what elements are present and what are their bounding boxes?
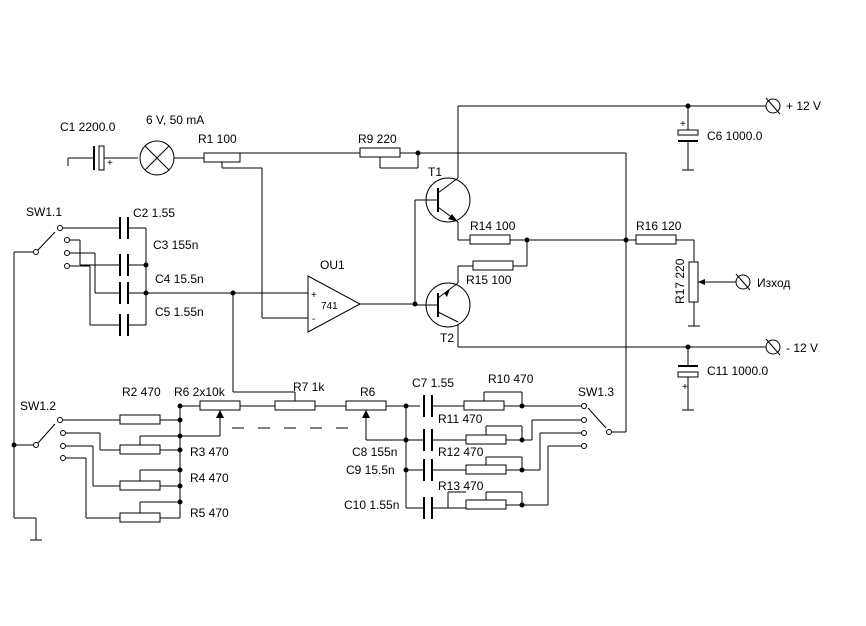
c3-label: C3 155n xyxy=(153,238,198,252)
sw11-section: SW1.1 C2 1.55 C3 155n xyxy=(13,205,204,541)
opamp-minus-sign: - xyxy=(312,314,315,325)
c5-capacitor xyxy=(119,314,129,336)
vplus-terminal xyxy=(765,97,781,115)
r1-resistor xyxy=(203,152,262,169)
c9-label: C9 15.5n xyxy=(346,463,395,477)
c8-label: C8 155n xyxy=(352,445,397,459)
c9-capacitor xyxy=(423,459,433,481)
c7-capacitor xyxy=(423,395,433,417)
input-section: C1 2200.0 + 6 V, 50 mA R1 100 R9 220 xyxy=(60,113,626,319)
r14-label: R14 100 xyxy=(470,219,516,233)
r6a-label: R6 2x10k xyxy=(174,385,226,399)
r7-resistor xyxy=(274,400,316,411)
c11-capacitor xyxy=(677,347,699,411)
r9-resistor xyxy=(359,147,418,169)
r13-resistor xyxy=(465,491,522,510)
r10-label: R10 470 xyxy=(488,372,534,386)
r10-resistor xyxy=(463,391,522,411)
r15-resistor xyxy=(472,260,514,271)
sw13-switch xyxy=(581,403,612,449)
r14-resistor xyxy=(469,234,511,245)
c7-label: C7 1.55 xyxy=(412,376,454,390)
c6-label: C6 1000.0 xyxy=(707,129,763,143)
vminus-terminal xyxy=(765,338,781,356)
opamp-model: 741 xyxy=(321,301,338,312)
c4-label: C4 15.5n xyxy=(155,272,204,286)
r12-resistor xyxy=(465,456,522,475)
t2-label: T2 xyxy=(440,331,454,345)
vplus-label: + 12 V xyxy=(786,99,821,113)
r5-resistor xyxy=(119,501,180,523)
output-label: Изход xyxy=(757,276,790,290)
sw11-switch xyxy=(33,225,70,269)
t1-label: T1 xyxy=(428,165,442,179)
c1-plus-sign: + xyxy=(107,158,113,169)
r17-label: R17 220 xyxy=(673,258,687,304)
c10-label: C10 1.55n xyxy=(344,498,399,512)
lamp-icon xyxy=(139,140,175,176)
c2-label: C2 1.55 xyxy=(133,206,175,220)
r16-label: R16 120 xyxy=(636,219,682,233)
r5-label: R5 470 xyxy=(190,506,229,520)
c11-label: C11 1000.0 xyxy=(707,364,768,378)
power-rails: + 12 V + C6 1000.0 - 12 V + C11 1 xyxy=(457,97,821,411)
r15-label: R15 100 xyxy=(466,273,512,287)
r2-resistor xyxy=(119,414,161,425)
r11-resistor xyxy=(465,425,522,445)
opamp-741 xyxy=(307,275,362,333)
r16-resistor xyxy=(635,234,677,245)
r11-label: R11 470 xyxy=(438,412,483,426)
c6-plus-sign: + xyxy=(680,119,686,130)
c6-capacitor xyxy=(677,106,699,171)
c11-plus-sign: + xyxy=(682,382,688,393)
sw12-section: SW1.2 R2 470 R3 470 xyxy=(11,385,229,523)
vminus-label: - 12 V xyxy=(786,341,818,355)
sw12-switch xyxy=(33,417,66,461)
output-stage: T1 R14 100 R15 100 T2 xyxy=(414,153,790,433)
c2-capacitor xyxy=(119,217,129,239)
lamp-label: 6 V, 50 mA xyxy=(146,113,204,127)
r1-label: R1 100 xyxy=(198,132,237,146)
c3-capacitor xyxy=(119,254,129,276)
sw13-section: C7 1.55 R10 470 C8 155n R11 470 xyxy=(344,372,614,519)
c4-capacitor xyxy=(119,282,129,304)
r6-resistor-b xyxy=(345,400,387,440)
r7-label: R7 1k xyxy=(293,380,325,394)
sw12-label: SW1.2 xyxy=(20,399,56,413)
ou1-label: OU1 xyxy=(320,258,345,272)
r6-resistor-a xyxy=(199,400,241,436)
r13-label: R13 470 xyxy=(438,479,484,493)
r12-label: R12 470 xyxy=(438,445,484,459)
r3-label: R3 470 xyxy=(190,445,229,459)
r6-r7-section: R6 2x10k R7 1k R6 xyxy=(174,380,420,441)
sw13-label: SW1.3 xyxy=(578,385,614,399)
c8-capacitor xyxy=(423,429,433,451)
r6b-label: R6 xyxy=(360,385,376,399)
opamp-plus-sign: + xyxy=(311,290,317,301)
opamp-section: + - 741 OU1 xyxy=(146,258,418,393)
r3-resistor xyxy=(119,435,180,455)
c1-capacitor xyxy=(93,145,138,171)
c1-label: C1 2200.0 xyxy=(60,120,116,134)
r2-label: R2 470 xyxy=(122,385,161,399)
output-terminal xyxy=(735,273,751,291)
r17-resistor xyxy=(688,261,736,326)
r4-resistor xyxy=(119,469,180,491)
c5-label: C5 1.55n xyxy=(155,305,204,319)
r4-label: R4 470 xyxy=(190,471,229,485)
sw11-label: SW1.1 xyxy=(26,205,62,219)
c10-capacitor xyxy=(423,497,433,519)
r9-label: R9 220 xyxy=(358,132,397,146)
